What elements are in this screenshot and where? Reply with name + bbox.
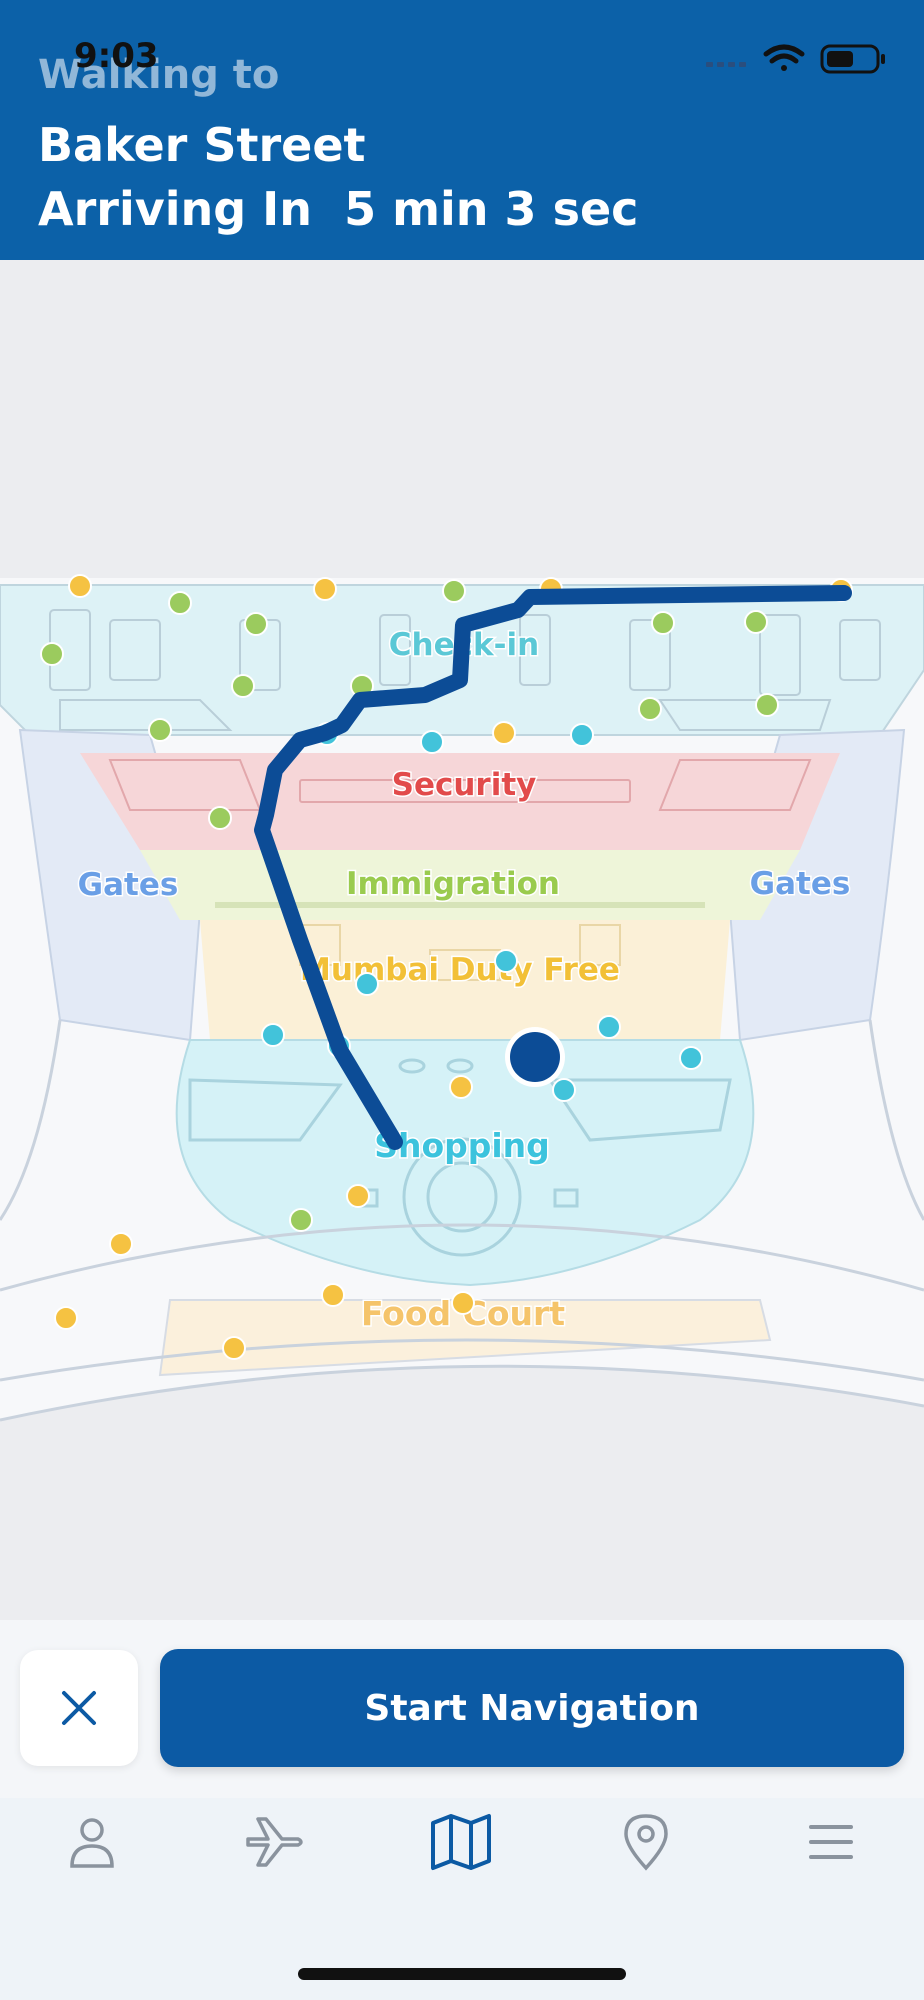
tab-flights[interactable] [226,1812,326,1872]
service-icon[interactable] [289,1208,313,1232]
service-icon[interactable] [168,591,192,615]
shopping-label: Shopping [374,1126,550,1165]
shop-icon[interactable] [261,1023,285,1047]
tab-places[interactable] [596,1812,696,1872]
wifi-icon [763,44,805,71]
service-icon[interactable] [231,674,255,698]
shop-icon[interactable] [679,1046,703,1070]
gates-left-label: Gates [78,867,179,903]
restaurant-icon[interactable] [451,1291,475,1315]
battery-icon [820,44,885,74]
service-icon[interactable] [208,806,232,830]
airplane-icon [246,1817,303,1867]
restaurant-icon[interactable] [54,1306,78,1330]
restaurant-icon[interactable] [68,574,92,598]
shopping-decor [188,1058,732,1257]
service-icon[interactable] [40,642,64,666]
start-navigation-button[interactable]: Start Navigation [160,1649,904,1767]
tab-bar [0,1798,924,2000]
service-icon[interactable] [755,693,779,717]
close-icon [62,1691,96,1725]
destination-title: Baker Street [38,118,366,172]
tab-map[interactable] [411,1812,511,1872]
shop-icon[interactable] [494,949,518,973]
service-icon[interactable] [744,610,768,634]
walking-route [254,585,852,1150]
gates-right-label: Gates [750,866,851,902]
restaurant-icon[interactable] [109,1232,133,1256]
service-icon[interactable] [148,718,172,742]
immigration-label: Immigration [346,866,560,902]
service-icon[interactable] [442,579,466,603]
shop-icon[interactable] [570,723,594,747]
location-pin-icon [624,1814,668,1871]
restaurant-icon[interactable] [492,721,516,745]
menu-icon [809,1825,853,1859]
restaurant-icon[interactable] [346,1184,370,1208]
close-button[interactable] [20,1650,138,1766]
walking-to-label: Walking to [38,52,280,98]
shop-icon[interactable] [420,730,444,754]
service-icon[interactable] [244,612,268,636]
arrival-time: Arriving In 5 min 3 sec [38,182,639,236]
airport-map[interactable]: Check-in Security Gates Gates Immigratio… [0,260,924,1620]
shop-icon[interactable] [355,972,379,996]
restaurant-icon[interactable] [313,577,337,601]
duty-free-label: Mumbai Duty Free [300,952,620,988]
shop-icon[interactable] [597,1015,621,1039]
status-time: 9:03 [74,36,159,76]
cellular-signal-icon [706,62,746,67]
current-location-icon [510,1032,560,1082]
food-court-area [158,1299,772,1377]
service-icon[interactable] [651,611,675,635]
tab-profile[interactable] [42,1812,142,1872]
security-label: Security [392,767,537,803]
home-indicator [298,1968,626,1980]
shop-icon[interactable] [552,1078,576,1102]
restaurant-icon[interactable] [449,1075,473,1099]
restaurant-icon[interactable] [222,1336,246,1360]
restaurant-icon[interactable] [321,1283,345,1307]
map-icon [431,1814,491,1870]
service-icon[interactable] [638,697,662,721]
person-icon [70,1818,114,1868]
start-navigation-label: Start Navigation [364,1687,700,1729]
tab-menu[interactable] [781,1812,881,1872]
status-bar-icons [706,44,885,74]
navigation-header: Walking to 9:03 Baker Street Arriving In… [0,0,924,260]
